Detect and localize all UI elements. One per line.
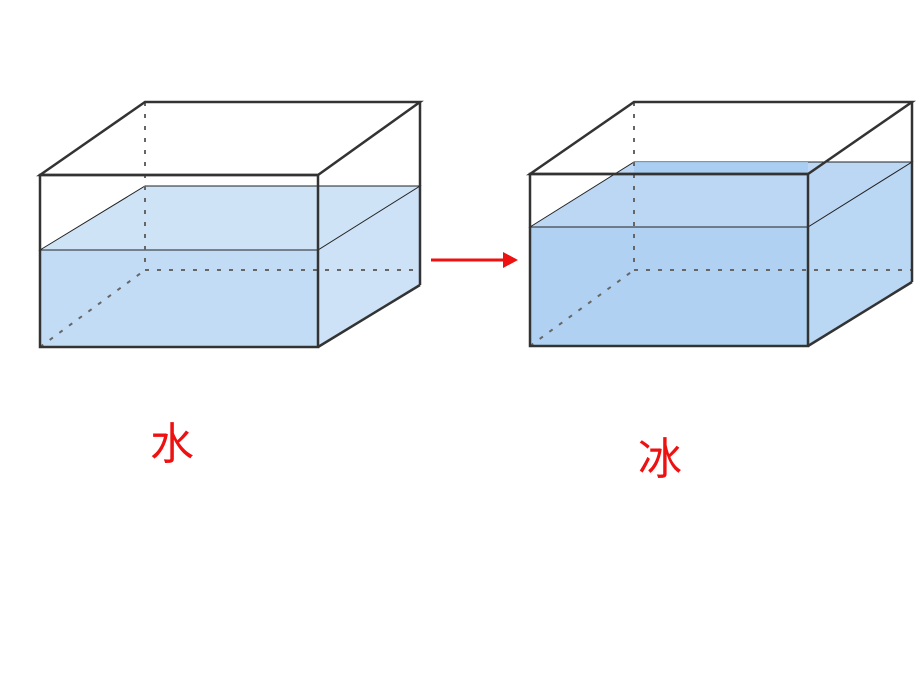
ice-rise-highlight [634, 162, 808, 175]
water-container [36, 100, 424, 349]
transition-arrow [431, 252, 518, 268]
water-box-front [38, 173, 320, 349]
arrow-head [503, 252, 518, 268]
ice-box-bottom-right-edge [807, 280, 913, 348]
ice-label: 冰 [638, 434, 682, 485]
water-label: 水 [150, 419, 194, 470]
water-side-face [318, 186, 420, 347]
water-hidden-edge-bottom-left [39, 269, 146, 348]
water-box-bottom-right-edge [317, 283, 421, 349]
ice-side-face [808, 162, 912, 346]
water-front-face [40, 250, 318, 347]
ice-container [525, 100, 917, 348]
ice-box-front [528, 172, 810, 348]
water-box-top [36, 100, 424, 177]
ice-front-face [530, 227, 808, 346]
